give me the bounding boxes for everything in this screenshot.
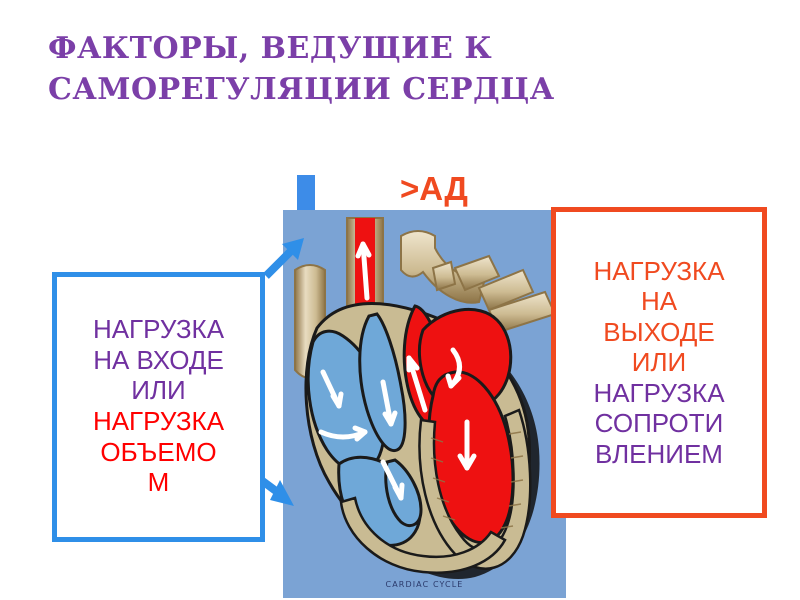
preload-line-2: НА ВХОДЕ (93, 344, 224, 375)
arterial-pressure-label: >АД (400, 170, 468, 207)
preload-callout-box[interactable]: НАГРУЗКА НА ВХОДЕ ИЛИ НАГРУЗКА ОБЪЕМО М (52, 272, 265, 542)
vessel-pulmonary-vein-stub (431, 260, 457, 292)
page-title-line-2: САМОРЕГУЛЯЦИИ СЕРДЦА (48, 72, 555, 108)
afterload-line-6: СОПРОТИ (594, 408, 724, 439)
arrow-to-heart-inflow-icon (263, 238, 304, 279)
afterload-line-7: ВЛЕНИЕМ (595, 438, 723, 469)
preload-line-5: ОБЪЕМО (100, 436, 217, 467)
preload-line-6: М (147, 467, 170, 498)
figure-caption: CARDIAC CYCLE (385, 580, 464, 589)
afterload-line-3: ВЫХОДЕ (603, 316, 715, 347)
heart-anatomy-figure: CARDIAC CYCLE (283, 210, 566, 598)
vessel-branch-1 (453, 254, 501, 292)
page-title: ФАКТОРЫ, ВЕДУЩИЕ К САМОРЕГУЛЯЦИИ СЕРДЦА (48, 28, 668, 111)
vessel-branch-2 (477, 268, 535, 312)
afterload-line-2: НА (640, 286, 678, 317)
afterload-line-1: НАГРУЗКА (593, 256, 725, 287)
myocardium-wall (418, 408, 532, 570)
afterload-line-4: ИЛИ (631, 347, 687, 378)
preload-line-1: НАГРУЗКА (92, 313, 225, 344)
blue-marker-bar (297, 175, 315, 212)
heart-diagram-svg (283, 210, 566, 598)
preload-line-3: ИЛИ (131, 375, 186, 406)
heart-apex-wall (339, 496, 507, 574)
page-title-line-1: ФАКТОРЫ, ВЕДУЩИЕ К (48, 31, 493, 66)
preload-line-4: НАГРУЗКА (92, 406, 225, 436)
afterload-callout-box[interactable]: НАГРУЗКА НА ВЫХОДЕ ИЛИ НАГРУЗКА СОПРОТИ … (551, 207, 767, 518)
afterload-line-5: НАГРУЗКА (593, 377, 725, 408)
myocardium-striations (430, 431, 524, 529)
blood-flow-arrows (318, 241, 477, 501)
